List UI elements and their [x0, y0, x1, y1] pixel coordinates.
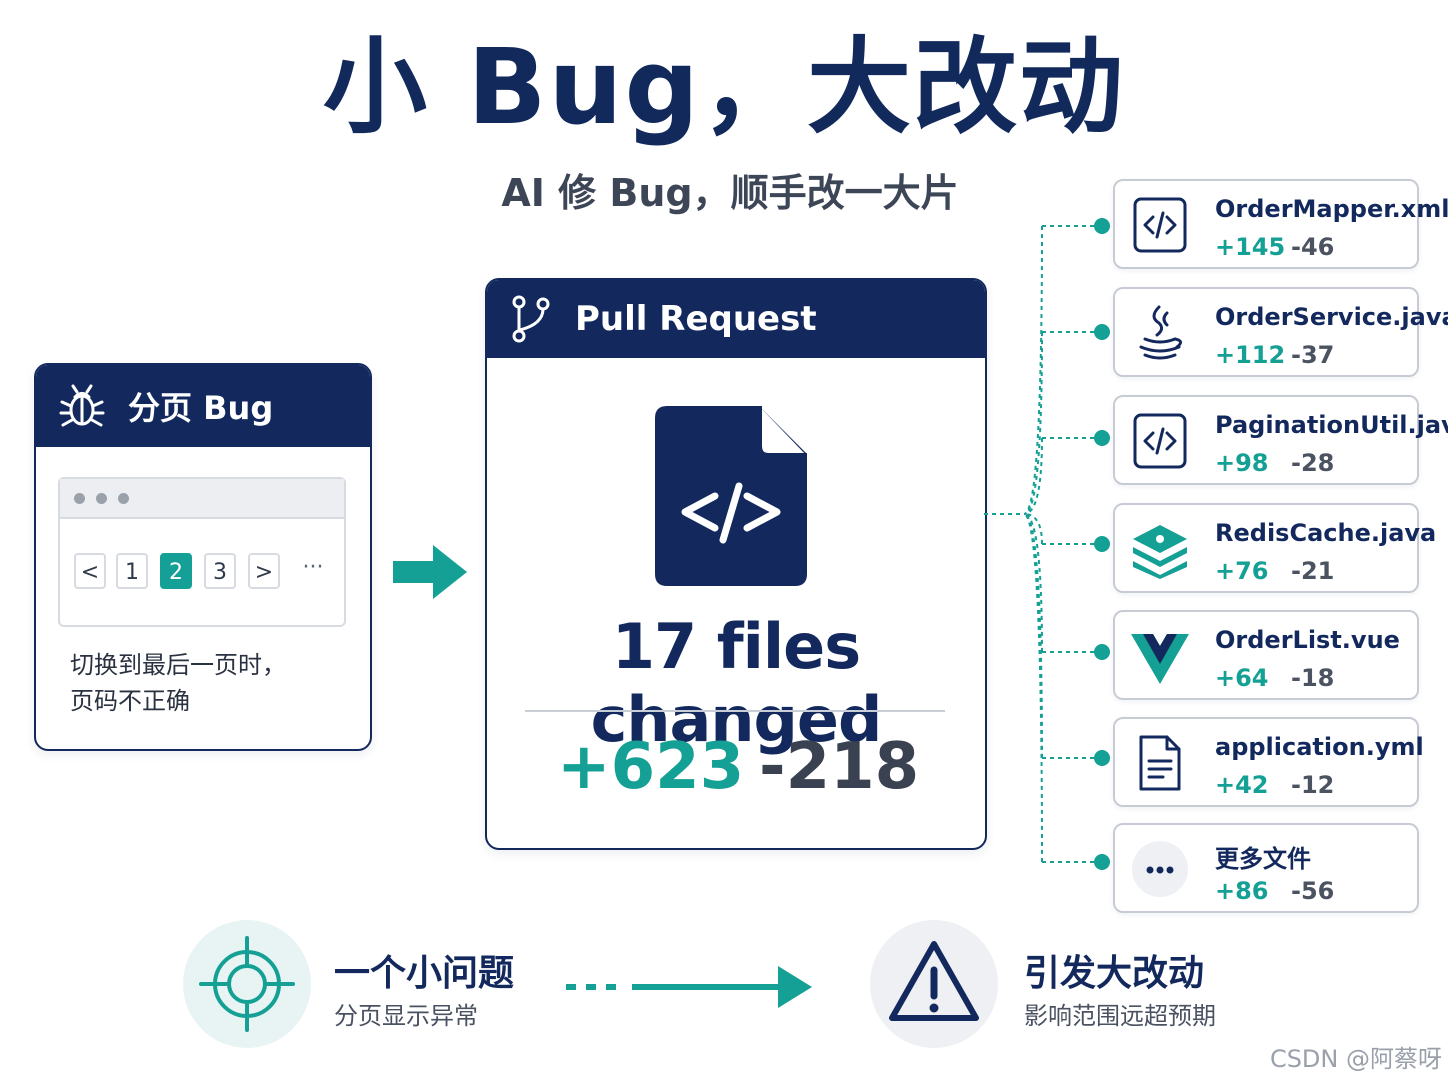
page-button-3[interactable]: 3: [204, 553, 236, 589]
pull-request-header: Pull Request: [487, 280, 985, 358]
vue-icon: [1131, 634, 1189, 684]
file-deletions: -46: [1291, 233, 1335, 261]
browser-titlebar: [60, 479, 344, 519]
code-icon: [1133, 197, 1187, 253]
bug-description-line1: 切换到最后一页时，: [70, 651, 286, 679]
pull-request-card: Pull Request 17 files changed +623 -218: [485, 278, 987, 850]
file-name: PaginationUtil.java: [1215, 411, 1448, 439]
file-deletions: -12: [1291, 771, 1335, 799]
more-pages-ellipsis: ···: [302, 555, 324, 580]
warning-circle: [870, 920, 998, 1048]
total-additions: +623: [557, 730, 745, 804]
small-problem-subtitle: 分页显示异常: [334, 1002, 478, 1030]
file-name: RedisCache.java: [1215, 519, 1437, 547]
next-page-button[interactable]: >: [248, 553, 280, 589]
page-button-1[interactable]: 1: [116, 553, 148, 589]
browser-mockup: < 1 2 3 > ···: [58, 477, 346, 627]
files-changed-count: 17 files changed: [590, 610, 883, 756]
flow-arrow-icon: [566, 966, 812, 1008]
bug-description: 切换到最后一页时， 页码不正确: [70, 647, 350, 719]
file-item-paginationutil[interactable]: PaginationUtil.java +98 -28: [1113, 395, 1448, 485]
big-change-subtitle: 影响范围远超预期: [1024, 1002, 1216, 1030]
warning-icon: [889, 941, 979, 1021]
more-icon: [1132, 841, 1188, 897]
bug-icon: [59, 384, 105, 427]
arrow-right-icon: [393, 545, 467, 599]
file-name: OrderList.vue: [1215, 626, 1400, 654]
file-additions: +86: [1215, 877, 1269, 905]
watermark: CSDN @阿蔡呀: [1269, 1045, 1442, 1073]
document-icon: [1139, 735, 1181, 791]
file-name: OrderMapper.xml: [1215, 195, 1448, 223]
bug-card: 分页 Bug < 1 2 3 > ··· 切换到最后一页时， 页码不正确: [34, 363, 372, 751]
file-deletions: -37: [1291, 341, 1335, 369]
total-deletions: -218: [759, 730, 920, 804]
bug-card-title: 分页 Bug: [128, 389, 274, 427]
window-dot: [96, 493, 107, 504]
file-name: OrderService.java: [1215, 303, 1448, 331]
window-dot: [118, 493, 129, 504]
target-circle: [183, 920, 311, 1048]
file-additions: +112: [1215, 341, 1286, 369]
layers-icon: [1133, 525, 1187, 579]
file-item-application-yml[interactable]: application.yml +42 -12: [1113, 717, 1424, 807]
file-deletions: -21: [1291, 557, 1335, 585]
file-deletions: -28: [1291, 449, 1335, 477]
file-additions: +98: [1215, 449, 1269, 477]
file-item-rediscache[interactable]: RedisCache.java +76 -21: [1113, 503, 1436, 593]
pull-request-title: Pull Request: [575, 299, 817, 339]
file-name: 更多文件: [1215, 845, 1311, 873]
file-item-ordermapper[interactable]: OrderMapper.xml +145 -46: [1113, 179, 1448, 269]
java-icon: [1139, 305, 1182, 360]
file-additions: +64: [1215, 664, 1269, 692]
file-deletions: -56: [1291, 877, 1335, 905]
divider: [525, 710, 945, 712]
file-additions: +145: [1215, 233, 1286, 261]
bug-description-line2: 页码不正确: [70, 687, 190, 715]
file-item-orderlist[interactable]: OrderList.vue +64 -18: [1113, 610, 1419, 700]
code-icon: [1133, 413, 1187, 469]
file-additions: +42: [1215, 771, 1269, 799]
connector-lines: [984, 218, 1110, 870]
page-title: 小 Bug，大改动: [323, 26, 1125, 148]
file-item-more[interactable]: 更多文件 +86 -56: [1113, 823, 1419, 913]
file-deletions: -18: [1291, 664, 1335, 692]
git-branch-icon: [512, 295, 550, 343]
window-dot: [74, 493, 85, 504]
file-additions: +76: [1215, 557, 1269, 585]
page-subtitle: AI 修 Bug，顺手改一大片: [501, 171, 959, 215]
file-item-orderservice[interactable]: OrderService.java +112 -37: [1113, 287, 1448, 377]
prev-page-button[interactable]: <: [74, 553, 106, 589]
big-change-title: 引发大改动: [1024, 953, 1205, 994]
bug-card-header: 分页 Bug: [36, 365, 370, 447]
file-name: application.yml: [1215, 733, 1424, 761]
target-icon: [199, 936, 295, 1032]
small-problem-title: 一个小问题: [334, 953, 515, 994]
code-file-icon: [655, 406, 807, 586]
page-button-2-active[interactable]: 2: [160, 553, 192, 589]
